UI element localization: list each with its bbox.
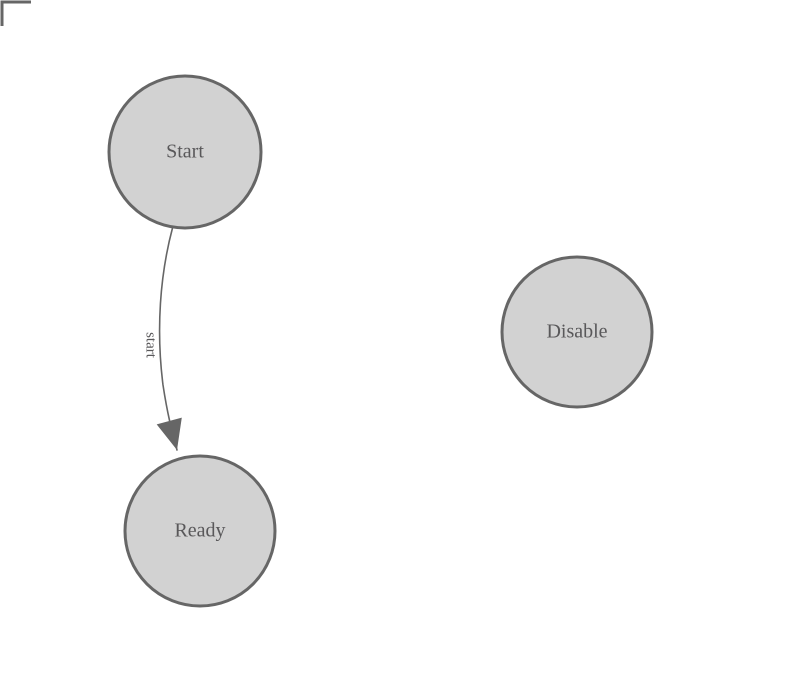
node-label-ready: Ready (174, 520, 225, 542)
arrowhead-icon (156, 417, 182, 450)
node-label-disable: Disable (546, 321, 607, 343)
node-shape (107, 74, 263, 230)
edge-label-layer: start (143, 332, 159, 359)
edge-line (158, 227, 178, 451)
node-shape (123, 454, 277, 608)
node-layer: Start Ready Disable (107, 74, 654, 608)
node-ready[interactable]: Ready (123, 454, 277, 608)
edge-label-start: start (143, 332, 159, 359)
node-shape (500, 255, 654, 409)
node-disable[interactable]: Disable (500, 255, 654, 409)
node-start[interactable]: Start (107, 74, 263, 230)
node-label-start: Start (166, 141, 204, 163)
edge-start-to-ready[interactable] (156, 227, 182, 451)
edge-layer (156, 227, 182, 451)
corner-marker-icon (0, 0, 31, 26)
